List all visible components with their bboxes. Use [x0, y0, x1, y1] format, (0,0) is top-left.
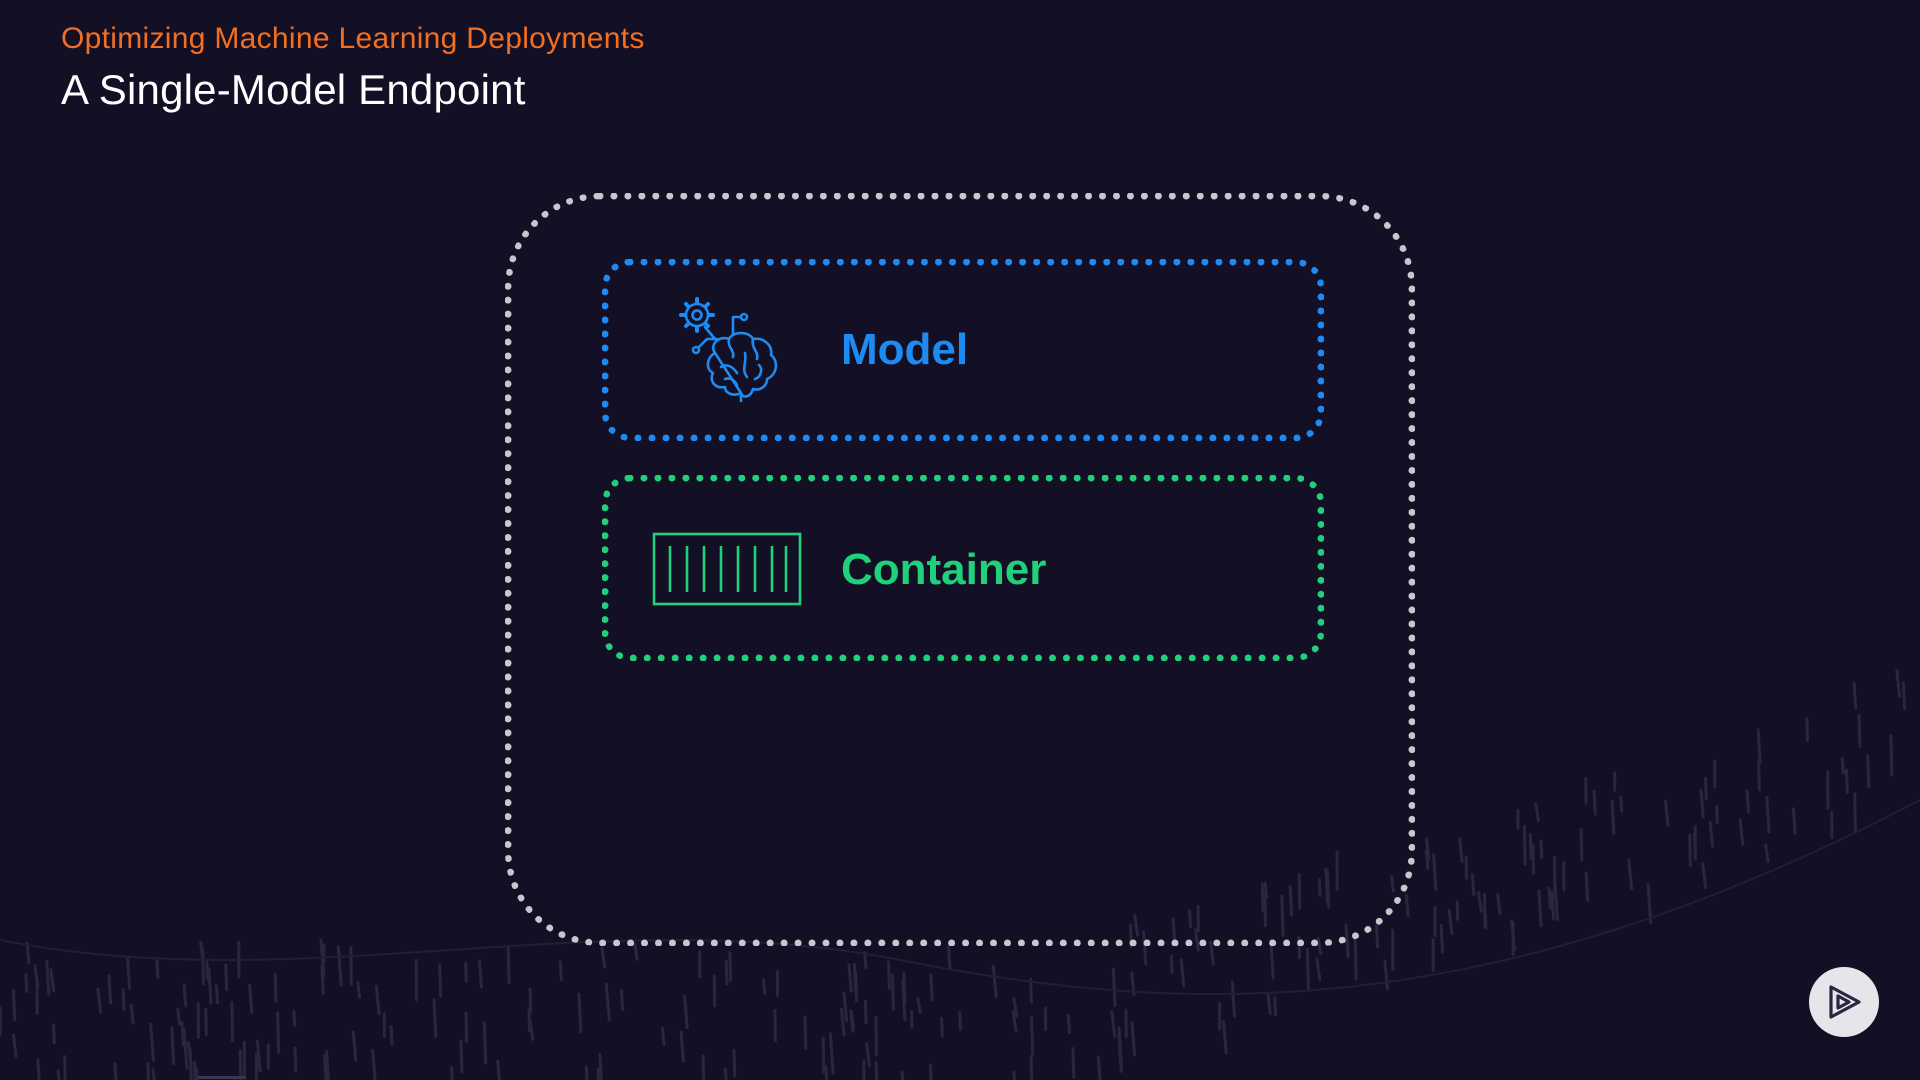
container-box — [602, 475, 1324, 661]
progress-indicator — [198, 1076, 246, 1079]
model-box — [602, 259, 1324, 441]
model-label: Model — [841, 325, 969, 374]
page-title: A Single-Model Endpoint — [61, 66, 526, 113]
endpoint-box — [505, 193, 1415, 946]
shipping-container-icon — [652, 532, 802, 606]
play-icon — [1829, 985, 1861, 1019]
course-title: Optimizing Machine Learning Deployments — [61, 22, 645, 55]
play-button[interactable] — [1809, 967, 1879, 1037]
container-label: Container — [841, 545, 1047, 594]
brain-gear-icon — [679, 297, 778, 403]
